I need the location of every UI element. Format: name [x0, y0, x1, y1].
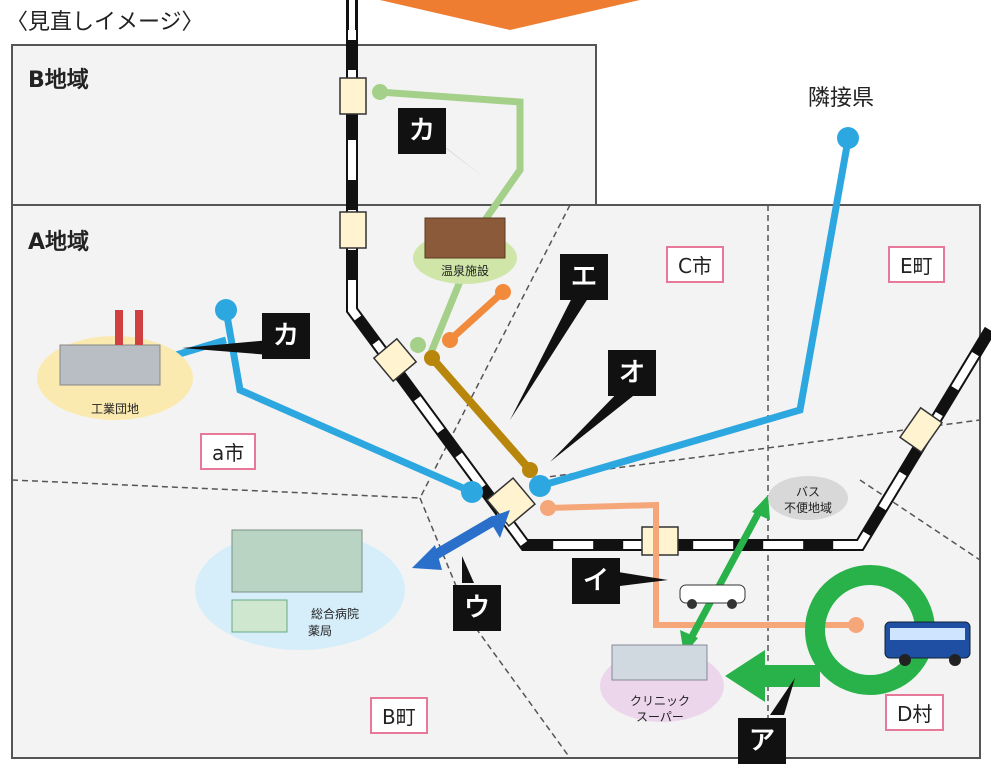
- car-icon: [679, 584, 746, 604]
- b-area-label: B地域: [28, 68, 89, 93]
- d-village-label: D村: [885, 694, 945, 731]
- salmon-route-end: [540, 500, 556, 516]
- station-1: [339, 77, 367, 115]
- gold-route-end-2: [522, 462, 538, 478]
- callout-pointers: [182, 140, 795, 715]
- e-town-label: E町: [888, 246, 945, 283]
- station-6: [898, 406, 944, 454]
- a-area-label: A地域: [28, 230, 90, 255]
- station-3: [372, 337, 418, 383]
- salmon-route-end-2: [848, 617, 864, 633]
- orange-route-end-2: [442, 332, 458, 348]
- no-bus-label-1: バス: [795, 485, 820, 499]
- orange-route-end: [495, 284, 511, 300]
- hot-spring-label: 温泉施設: [440, 264, 489, 278]
- pharmacy-building: [231, 599, 288, 633]
- station-main: [485, 476, 537, 528]
- callout-e: エ: [560, 254, 608, 300]
- green-route-end-2: [410, 337, 426, 353]
- gold-route: [428, 355, 534, 473]
- railway: [346, 0, 991, 551]
- b-town-label: B町: [370, 697, 428, 734]
- hospital-label-1: 総合病院: [310, 607, 359, 621]
- salmon-route: [547, 501, 856, 628]
- green-route-end: [372, 84, 388, 100]
- clinic-building: [611, 644, 708, 681]
- page-title: 〈見直しイメージ〉: [6, 10, 204, 35]
- stations: [339, 77, 944, 556]
- blue-route-end-2: [529, 475, 551, 497]
- c-city-label: C市: [666, 246, 724, 283]
- a-city-label: a市: [200, 433, 257, 470]
- callout-i: イ: [572, 558, 620, 604]
- callout-ka-top: カ: [398, 108, 446, 154]
- neighbor-pref-label: 隣接県: [808, 86, 875, 111]
- callout-o: オ: [608, 350, 656, 396]
- blue-route-neighbor: [539, 139, 852, 490]
- orange-route: [447, 289, 506, 343]
- station-2: [339, 211, 367, 249]
- no-bus-area: [768, 476, 848, 520]
- clinic-label-2: スーパー: [636, 710, 684, 724]
- header-arrow: [380, 0, 640, 30]
- hot-spring-building: [424, 217, 506, 259]
- callout-ka-left: カ: [262, 313, 310, 359]
- gold-route-end: [424, 350, 440, 366]
- callout-u: ウ: [453, 585, 501, 631]
- callout-a: ア: [738, 718, 786, 764]
- b-area-box: [11, 44, 597, 206]
- no-bus-label-2: 不便地域: [783, 501, 832, 515]
- hospital-label-2: 薬局: [307, 624, 332, 638]
- clinic-label-1: クリニック: [629, 694, 690, 708]
- industrial-park-label: 工業団地: [90, 402, 139, 416]
- blue-route-industrial-end: [215, 299, 237, 321]
- blue-route-end: [837, 127, 859, 149]
- hospital-building: [231, 529, 363, 593]
- blue-route-industrial-end-2: [461, 481, 483, 503]
- blue-route-industrial: [222, 309, 474, 496]
- factory: [59, 344, 161, 386]
- blue-double-arrow: [412, 510, 510, 570]
- station-5: [641, 526, 679, 556]
